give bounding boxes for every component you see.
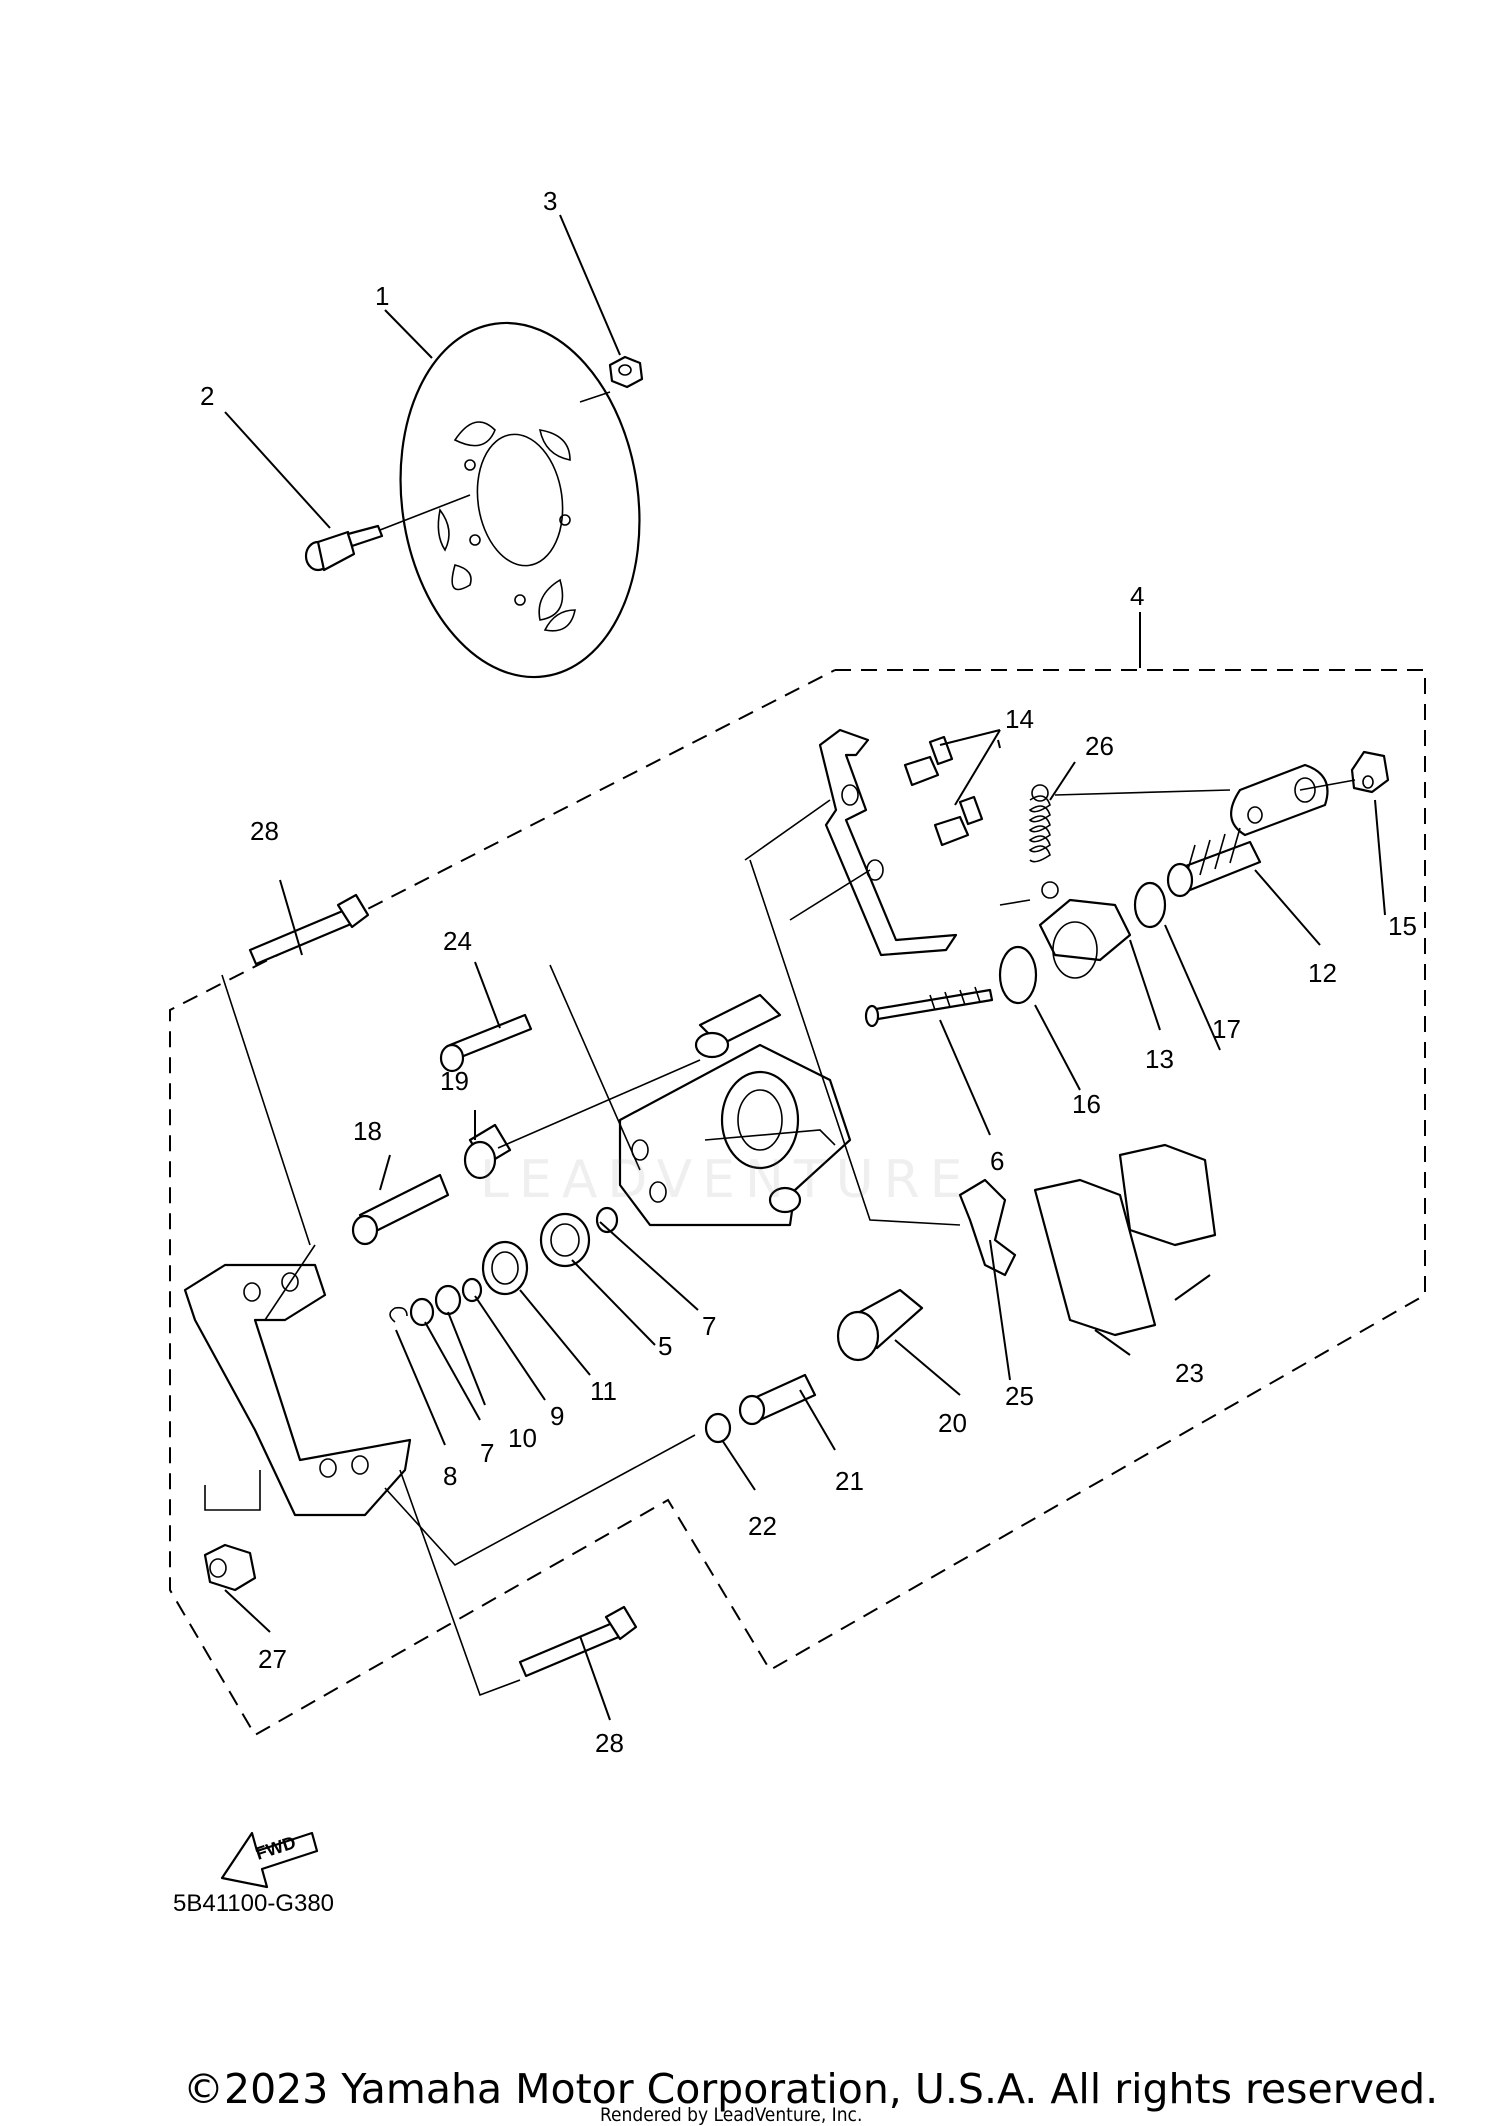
slide-pin-21 bbox=[738, 1373, 817, 1426]
callout-15: 15 bbox=[1388, 911, 1417, 941]
callout-28: 28 bbox=[250, 816, 279, 846]
callout-10: 10 bbox=[508, 1423, 537, 1453]
callout-7b: 7 bbox=[480, 1438, 494, 1468]
callout-25: 25 bbox=[1005, 1381, 1034, 1411]
bracket-nut-27 bbox=[203, 1543, 257, 1592]
pin-bolt-24 bbox=[439, 1013, 533, 1073]
caliper-bracket bbox=[818, 728, 958, 957]
o-ring-16 bbox=[998, 945, 1038, 1005]
callout-24: 24 bbox=[443, 926, 472, 956]
callout-9: 9 bbox=[550, 1401, 564, 1431]
rendered-by-credit: Rendered by LeadVenture, Inc. bbox=[600, 2104, 863, 2126]
callout-14: 14 bbox=[1005, 704, 1034, 734]
callout-4: 4 bbox=[1130, 581, 1144, 611]
brake-pads bbox=[1033, 1143, 1217, 1337]
caliper-seals bbox=[389, 1206, 619, 1327]
operating-shaft bbox=[864, 986, 994, 1028]
bracket-bolts bbox=[903, 735, 984, 847]
callout-22: 22 bbox=[748, 1511, 777, 1541]
bracket-bolt-28-upper bbox=[248, 893, 370, 966]
disc-nut bbox=[579, 355, 644, 403]
callout-27: 27 bbox=[258, 1644, 287, 1674]
pad-clip bbox=[958, 1178, 1017, 1277]
bracket-bolt-28-lower bbox=[518, 1605, 638, 1678]
o-ring-17 bbox=[1133, 881, 1167, 929]
leader-lines bbox=[224, 214, 1386, 1721]
callout-16: 16 bbox=[1072, 1089, 1101, 1119]
adjuster-screw bbox=[1166, 827, 1262, 898]
callout-13: 13 bbox=[1145, 1044, 1174, 1074]
circlip-22 bbox=[704, 1412, 732, 1444]
callout-3: 3 bbox=[543, 186, 557, 216]
callout-8: 8 bbox=[443, 1461, 457, 1491]
callout-11: 11 bbox=[590, 1376, 617, 1406]
callout-28b: 28 bbox=[595, 1728, 624, 1758]
brake-disc bbox=[399, 321, 641, 679]
assembly-lines bbox=[204, 779, 1356, 1697]
callout-1: 1 bbox=[375, 281, 389, 311]
copyright-notice: ©2023 Yamaha Motor Corporation, U.S.A. A… bbox=[183, 2065, 1439, 2113]
adjuster-nut bbox=[1038, 898, 1132, 979]
caliper-body bbox=[618, 993, 852, 1227]
pin-boot-20 bbox=[836, 1288, 924, 1362]
brake-lever-plate bbox=[1230, 750, 1390, 837]
disc-bolt bbox=[304, 494, 471, 572]
slide-pin-18 bbox=[351, 1173, 450, 1246]
callout-numbers: 1 2 3 4 5 6 7 7 8 9 10 11 12 13 14 15 16… bbox=[200, 186, 1417, 1758]
callout-19: 19 bbox=[440, 1066, 469, 1096]
caliper-assembly-outline bbox=[169, 669, 1426, 1737]
callout-5: 5 bbox=[658, 1331, 672, 1361]
return-spring bbox=[1028, 784, 1059, 899]
fwd-arrow-icon: FWD bbox=[220, 1831, 319, 1889]
mounting-bracket bbox=[183, 1263, 412, 1517]
callout-6: 6 bbox=[990, 1146, 1004, 1176]
watermark: LEADVENTURE bbox=[480, 1150, 973, 1210]
callout-17: 17 bbox=[1212, 1014, 1241, 1044]
callout-20: 20 bbox=[938, 1408, 967, 1438]
callout-21: 21 bbox=[835, 1466, 864, 1496]
pin-boot-19 bbox=[463, 1123, 512, 1180]
callout-12: 12 bbox=[1308, 958, 1337, 988]
callout-23: 23 bbox=[1175, 1358, 1204, 1388]
callout-2: 2 bbox=[200, 381, 214, 411]
callout-7: 7 bbox=[702, 1311, 716, 1341]
callout-18: 18 bbox=[353, 1116, 382, 1146]
drawing-code: 5B41100-G380 bbox=[173, 1890, 335, 1917]
callout-26: 26 bbox=[1085, 731, 1114, 761]
